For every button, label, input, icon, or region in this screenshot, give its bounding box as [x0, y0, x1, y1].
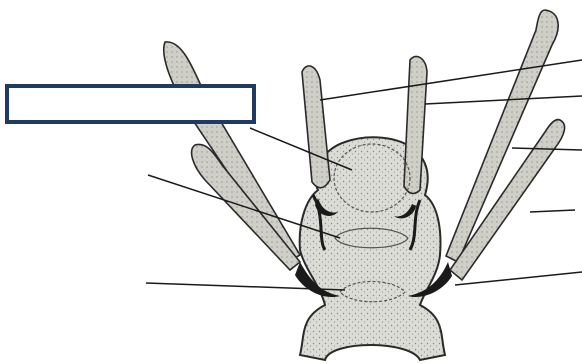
- answer-label-box[interactable]: [5, 84, 256, 124]
- leader-line-right-1: [320, 60, 582, 100]
- arm-left-outer: [164, 42, 300, 262]
- leader-line-right-5: [455, 272, 582, 285]
- leader-line-right-2: [425, 96, 582, 104]
- leader-line-right-3: [512, 148, 582, 150]
- leader-line-right-4: [530, 210, 575, 212]
- arm-upper-left: [302, 66, 330, 188]
